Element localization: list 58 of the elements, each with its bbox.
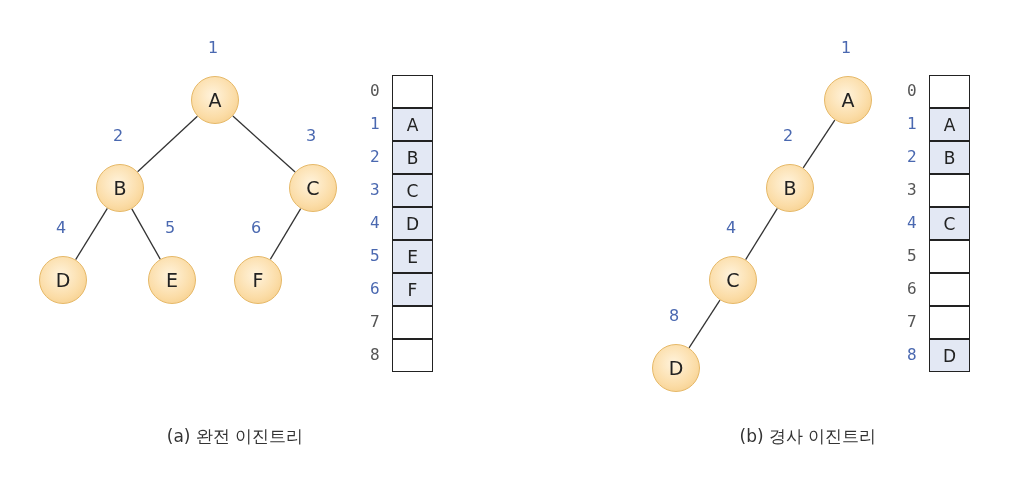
index-number: 0 [907,81,917,100]
tree-node-circle: F [234,256,282,304]
tree-node-circle: B [96,164,144,212]
tree-edge [688,299,721,349]
tree-edge [136,115,199,173]
index-number: 5 [165,218,176,237]
tree-node-circle: A [191,76,239,124]
index-number: 7 [370,312,380,331]
array-cell: D [392,207,433,240]
array-cell: A [929,108,970,141]
index-number: 8 [669,306,680,325]
array-cell: E [392,240,433,273]
index-number: 2 [113,126,124,145]
index-number: 6 [251,218,262,237]
index-number: 1 [907,114,917,133]
index-number: 4 [907,213,917,232]
tree-node-circle: A [824,76,872,124]
index-number: 3 [370,180,380,199]
index-number: 4 [726,218,737,237]
tree-node-circle: D [39,256,87,304]
index-number: 1 [841,38,852,57]
array-cell: B [929,141,970,174]
index-number: 6 [907,279,917,298]
index-number: 4 [56,218,67,237]
tree-edge [269,207,302,261]
index-number: 1 [208,38,219,57]
figure-caption: (a) 완전 이진트리 [166,425,304,448]
index-number: 5 [907,246,917,265]
tree-node-circle: C [289,164,337,212]
index-number: 2 [783,126,794,145]
array-cell: B [392,141,433,174]
tree-edge [745,207,778,261]
array-cell: A [392,108,433,141]
array-cell: D [929,339,970,372]
array-cell: F [392,273,433,306]
tree-edge [131,208,161,260]
index-number: 5 [370,246,380,265]
tree-edge [232,115,296,173]
tree-edge [75,207,108,261]
index-number: 2 [370,147,380,166]
index-number: 1 [370,114,380,133]
index-number: 4 [370,213,380,232]
index-number: 8 [907,345,917,364]
index-number: 0 [370,81,380,100]
index-number: 8 [370,345,380,364]
index-number: 6 [370,279,380,298]
index-number: 7 [907,312,917,331]
tree-node-circle: D [652,344,700,392]
tree-node-circle: B [766,164,814,212]
tree-edge [802,119,836,169]
array-cell: C [929,207,970,240]
figure-caption: (b) 경사 이진트리 [739,425,877,448]
tree-node-circle: C [709,256,757,304]
index-number: 2 [907,147,917,166]
array-cell: C [392,174,433,207]
index-number: 3 [306,126,317,145]
index-number: 3 [907,180,917,199]
tree-node-circle: E [148,256,196,304]
